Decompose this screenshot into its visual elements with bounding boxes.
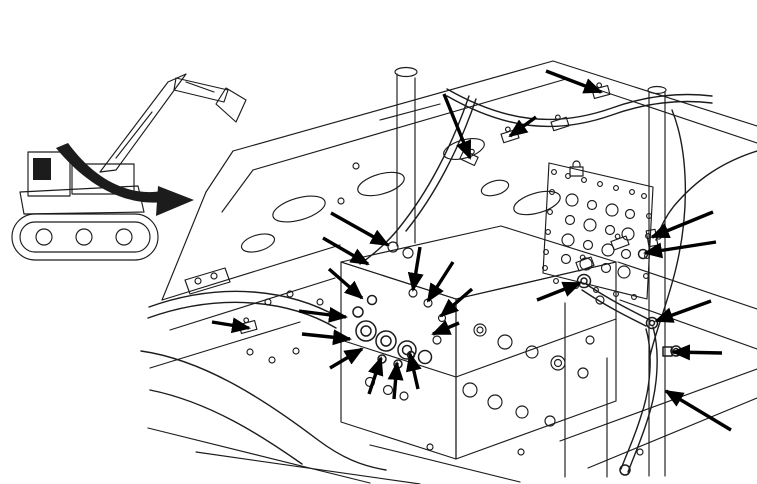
callout-arrow — [545, 69, 603, 94]
callout-arrow — [654, 299, 712, 323]
callout-arrow — [671, 344, 723, 361]
excavator-thumbnail — [11, 73, 247, 261]
callout-arrow — [211, 317, 251, 334]
callout-arrow — [650, 210, 714, 239]
callout-arrow — [407, 246, 424, 292]
callout-arrow — [322, 236, 370, 266]
valve-mounting-plate — [542, 160, 654, 300]
machine-frame — [147, 60, 757, 484]
callout-arrow — [439, 287, 474, 318]
callout-arrow — [298, 306, 348, 323]
left-bracket — [184, 267, 231, 295]
excavator-bucket — [215, 87, 247, 123]
bolt-heads — [246, 162, 644, 456]
hose-clamp — [500, 126, 520, 144]
callout-arrow — [367, 356, 384, 395]
callout-arrow — [431, 320, 460, 336]
callout-arrow — [405, 352, 422, 390]
excavator-cab — [27, 151, 71, 197]
callout-arrow — [387, 361, 404, 400]
callout-arrow — [664, 389, 732, 432]
callout-arrow — [330, 211, 390, 247]
callout-arrow — [508, 115, 538, 138]
callout-arrow — [536, 281, 582, 302]
callout-arrow — [643, 240, 717, 259]
excavator-tracks — [11, 213, 159, 261]
main-control-valve-block — [340, 225, 617, 460]
plate-fitting-icon — [569, 160, 584, 177]
hose-clamp — [550, 114, 570, 132]
excavator-cab-window — [33, 158, 51, 180]
excavator-deck — [19, 185, 145, 215]
callout-arrow — [426, 261, 455, 303]
callout-arrow — [329, 347, 364, 370]
excavator-engine-housing — [71, 163, 135, 195]
hydraulic-hoses — [140, 88, 757, 473]
hose-clamp — [238, 317, 258, 334]
callout-arrows — [211, 69, 732, 432]
callout-arrow — [442, 93, 472, 160]
excavator-arm-cylinder — [185, 81, 215, 93]
manifold-fittings — [352, 294, 433, 369]
excavator-boom — [99, 73, 187, 173]
frame-holes — [240, 138, 561, 253]
excavator-arm — [173, 77, 229, 103]
callout-arrow — [327, 267, 364, 300]
callout-arrow — [301, 329, 352, 346]
zoom-swoosh-arrow — [56, 143, 194, 216]
excavator-boom-cylinder — [115, 111, 153, 159]
